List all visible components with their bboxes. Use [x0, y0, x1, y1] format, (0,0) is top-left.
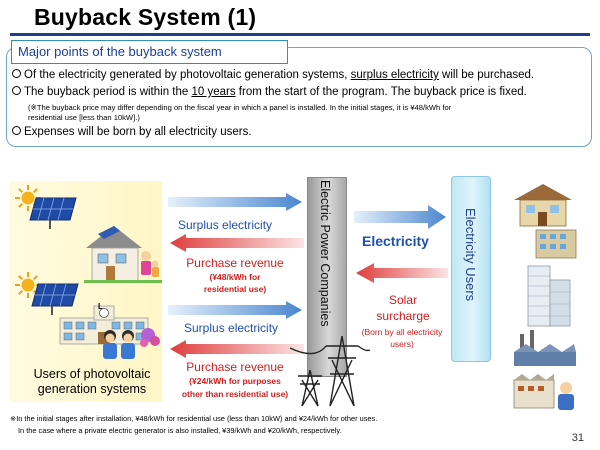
price-label-2b: other than residential use) — [181, 389, 289, 399]
children-icon — [103, 328, 160, 359]
point-expenses: Expenses will be born by all electricity… — [12, 126, 252, 138]
point-text: Of the electricity generated by photovol… — [24, 69, 351, 81]
electricity-users-bar — [451, 176, 491, 362]
price-label-2a: (¥24/kWh for purposes — [189, 376, 281, 386]
price-note-line-2: residential use [less than 10kW].) — [28, 113, 140, 122]
solar-panel-icon — [31, 283, 79, 315]
pv-users-label: Users of photovoltaic generation systems — [17, 367, 167, 397]
price-note-line-1: (※The buyback price may differ depending… — [28, 103, 452, 112]
purchase-revenue-label-2: Purchase revenue — [186, 360, 284, 374]
bullet-circle-icon — [12, 69, 21, 78]
point-period: The buyback period is within the 10 year… — [12, 86, 527, 98]
power-pylon-icon — [289, 335, 371, 407]
electricity-label: Electricity — [362, 233, 429, 249]
arrow-revenue-2 — [170, 340, 304, 358]
bullet-circle-icon — [12, 86, 21, 95]
point-text: will be purchased. — [438, 69, 535, 81]
point-surplus: Of the electricity generated by photovol… — [12, 69, 534, 81]
electricity-users-label: Electricity Users — [463, 208, 478, 302]
school-sign: L — [98, 302, 103, 311]
house-family-icon — [84, 226, 162, 283]
price-label-1a: (¥48/kWh for — [209, 272, 261, 282]
footnote-line-2: In the case where a private electric gen… — [18, 426, 342, 435]
solar-note-1: (Born by all electricity — [361, 327, 443, 337]
pv-users-label-line: Users of photovoltaic — [33, 367, 151, 381]
point-underlined: 10 years — [191, 86, 236, 98]
point-underlined: surplus electricity — [350, 69, 439, 81]
solar-note-2: users) — [390, 339, 414, 349]
point-text: Expenses will be born by all electricity… — [24, 126, 252, 138]
point-text: from the start of the program. The buyba… — [235, 86, 527, 98]
points-tab-label: Major points of the buyback system — [11, 40, 288, 64]
arrow-electricity — [354, 205, 446, 229]
apartment-icon — [535, 229, 577, 259]
residential-house-icon — [514, 184, 572, 227]
solar-surcharge-label-2: surcharge — [376, 309, 430, 323]
solar-panel-icon — [29, 197, 77, 229]
pv-users-label-line: generation systems — [37, 382, 147, 396]
arrow-revenue-1 — [170, 234, 304, 252]
price-label-1b: residential use) — [203, 284, 267, 294]
slide-title: Buyback System (1) — [34, 4, 257, 30]
surplus-electricity-label-1: Surplus electricity — [178, 218, 273, 232]
arrow-surplus-1 — [168, 193, 302, 211]
factory-icon — [514, 330, 576, 366]
title-rule — [10, 33, 590, 36]
point-text: The buyback period is within the — [24, 86, 192, 98]
title-bar: Buyback System (1) — [0, 0, 600, 36]
office-tower-icon — [527, 265, 571, 327]
purchase-revenue-label-1: Purchase revenue — [186, 256, 284, 270]
surplus-electricity-label-2: Surplus electricity — [184, 321, 279, 335]
solar-surcharge-label-1: Solar — [388, 293, 417, 307]
industrial-plant-icon — [513, 374, 574, 410]
epc-label: Electric Power Companies — [318, 180, 332, 327]
page-number: 31 — [571, 432, 584, 444]
footnote-line-1: ※In the initial stages after installatio… — [10, 414, 378, 423]
arrow-solar-surcharge — [356, 263, 448, 283]
bullet-circle-icon — [12, 126, 21, 135]
arrow-surplus-2 — [168, 301, 302, 319]
